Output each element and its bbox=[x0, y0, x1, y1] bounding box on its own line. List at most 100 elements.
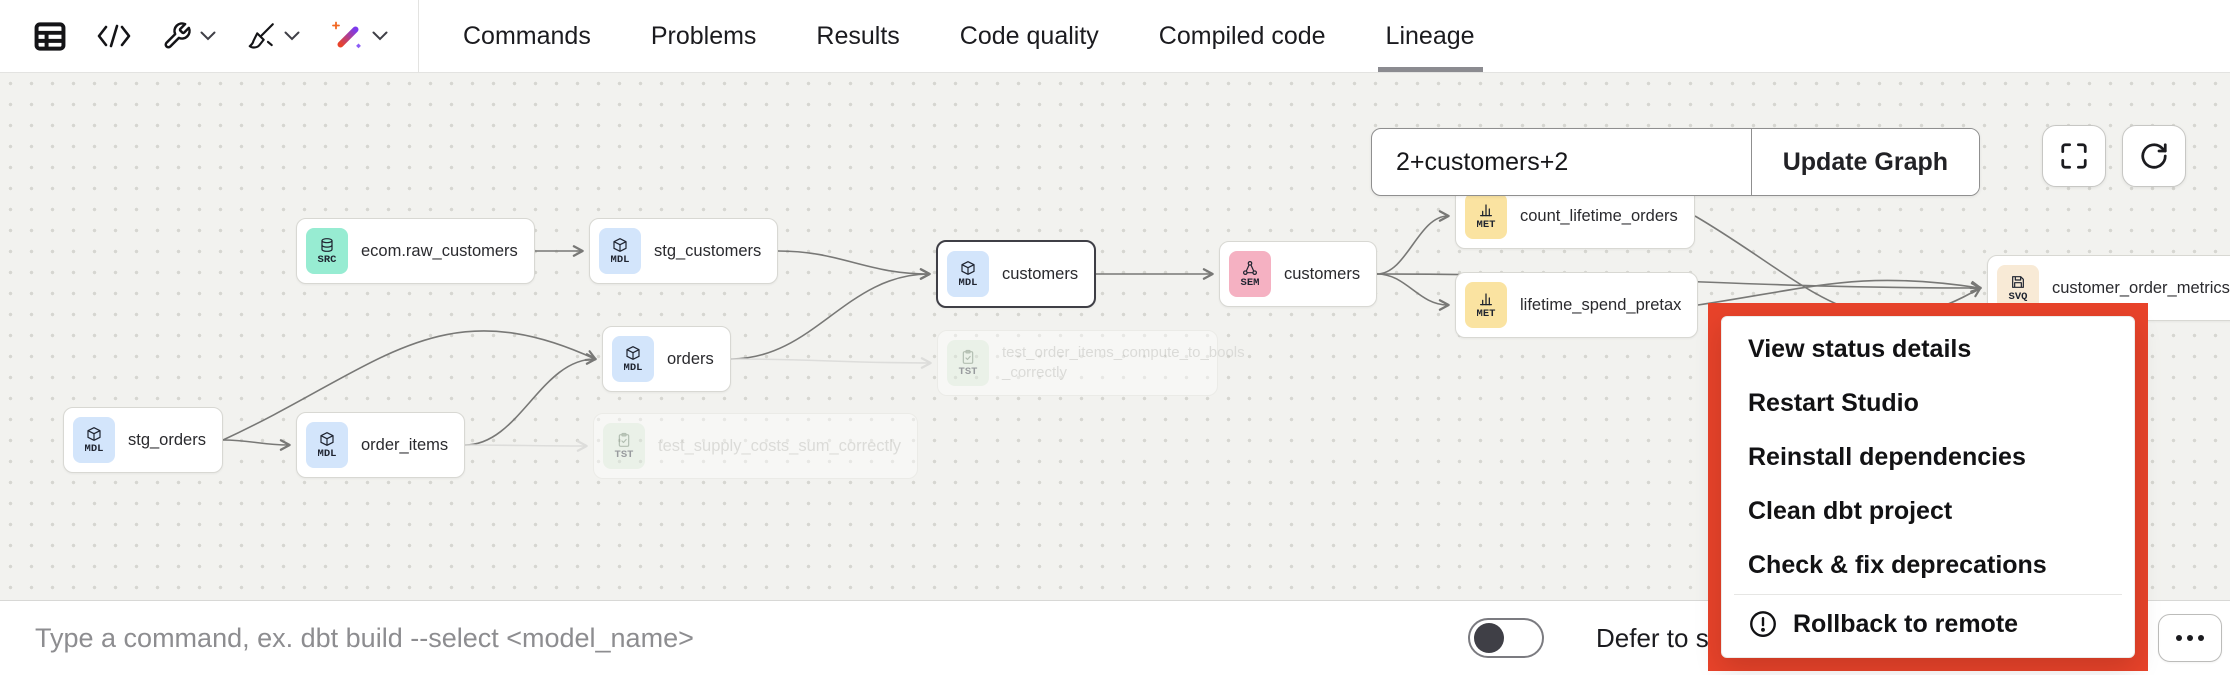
cube-icon bbox=[613, 237, 627, 252]
node-label: count_lifetime_orders bbox=[1520, 206, 1678, 225]
lineage-node-ecom_raw_customers[interactable]: SRC ecom.raw_customers bbox=[296, 218, 535, 284]
edge-customers_sem-to-count_lifetime_orders bbox=[1376, 210, 1450, 275]
tab-compiled-code[interactable]: Compiled code bbox=[1158, 21, 1326, 50]
tab-commands[interactable]: Commands bbox=[463, 21, 591, 50]
menu-item-clean-dbt-project[interactable]: Clean dbt project bbox=[1748, 496, 1953, 525]
table-icon bbox=[34, 21, 66, 51]
lineage-node-test_order_items_compute_to_bools_correctly[interactable]: TST test_order_items_compute_to_bools _co… bbox=[937, 330, 1245, 396]
node-label: test_supply_costs_sum_correctly bbox=[658, 436, 902, 455]
node-label: customers bbox=[1284, 264, 1361, 283]
node-label: stg_customers bbox=[654, 241, 762, 260]
chevron-down-icon bbox=[284, 31, 300, 41]
node-badge-mdl: MDL bbox=[612, 336, 654, 382]
code-icon bbox=[97, 24, 131, 48]
menu-item-view-status-details[interactable]: View status details bbox=[1748, 335, 1972, 364]
node-badge-tst: TST bbox=[603, 423, 645, 469]
node-label: order_items bbox=[361, 435, 449, 454]
magic-pen-icon bbox=[332, 21, 361, 49]
cube-icon bbox=[626, 345, 640, 360]
node-label: lifetime_spend_pretax bbox=[1520, 295, 1682, 314]
panel-tabs: Commands Problems Results Code quality Compi… bbox=[463, 0, 1483, 72]
lineage-filter-box: Update Graph bbox=[1371, 128, 1980, 196]
edge-stg_orders-to-orders bbox=[222, 330, 597, 441]
menu-item-restart-studio[interactable]: Restart Studio bbox=[1748, 389, 1919, 418]
tab-lineage[interactable]: Lineage bbox=[1377, 0, 1483, 72]
lineage-node-test_supply_costs_sum_correctly[interactable]: TST test_supply_costs_sum_correctly bbox=[593, 413, 919, 479]
lineage-node-order_items[interactable]: MDL order_items bbox=[296, 412, 466, 478]
test-icon bbox=[618, 432, 630, 447]
chevron-down-icon bbox=[200, 31, 216, 41]
menu-item-check-fix-deprecations[interactable]: Check & fix deprecations bbox=[1748, 550, 2047, 579]
edge-count_lifetime_orders-to-customer_order_metrics bbox=[1694, 215, 1982, 318]
node-badge-mdl: MDL bbox=[599, 228, 641, 274]
lineage-node-stg_orders[interactable]: MDL stg_orders bbox=[63, 407, 223, 473]
menu-item-rollback-to-remote[interactable]: Rollback to remote bbox=[1722, 597, 2134, 651]
cube-icon bbox=[87, 426, 101, 441]
cube-icon bbox=[320, 431, 334, 446]
broom-icon bbox=[248, 23, 274, 49]
warning-icon bbox=[1750, 611, 1776, 637]
menu-item-reinstall-dependencies[interactable]: Reinstall dependencies bbox=[1748, 443, 2026, 472]
clean-tools-button[interactable] bbox=[246, 21, 300, 51]
fullscreen-button[interactable] bbox=[2042, 125, 2106, 187]
more-options-button[interactable] bbox=[2158, 614, 2222, 662]
edge-order_items-to-test_supply_costs_sum_correctly bbox=[464, 440, 588, 452]
node-label: orders bbox=[667, 349, 714, 368]
metric-icon bbox=[1480, 293, 1492, 306]
node-badge-sem: SEM bbox=[1229, 251, 1271, 297]
node-badge-src: SRC bbox=[306, 228, 348, 274]
toolbar-divider bbox=[418, 0, 419, 73]
lineage-node-orders[interactable]: MDL orders bbox=[602, 326, 731, 392]
code-view-button[interactable] bbox=[96, 23, 132, 49]
tab-code-quality[interactable]: Code quality bbox=[959, 21, 1099, 50]
edge-orders-to-customers bbox=[730, 268, 931, 360]
copilot-button[interactable] bbox=[330, 19, 388, 53]
saved-query-icon bbox=[2012, 275, 2024, 288]
fullscreen-icon bbox=[2061, 143, 2087, 169]
tab-results[interactable]: Results bbox=[816, 21, 900, 50]
edge-stg_orders-to-order_items bbox=[222, 439, 291, 451]
menu-divider bbox=[1734, 594, 2122, 596]
editor-tool-group bbox=[0, 0, 418, 72]
node-badge-met: MET bbox=[1465, 282, 1507, 328]
chevron-down-icon bbox=[372, 31, 388, 41]
lineage-filter-input[interactable] bbox=[1372, 129, 1751, 195]
refresh-button[interactable] bbox=[2122, 125, 2186, 187]
edge-customers_sem-to-lifetime_spend_pretax bbox=[1376, 273, 1450, 311]
node-label: customer_order_metrics bbox=[2052, 278, 2230, 297]
tab-problems[interactable]: Problems bbox=[650, 21, 757, 50]
node-badge-mdl: MDL bbox=[73, 417, 115, 463]
node-label: test_order_items_compute_to_bools _corre… bbox=[1002, 343, 1245, 381]
defer-toggle[interactable] bbox=[1468, 618, 1544, 658]
node-badge-mdl: MDL bbox=[306, 422, 348, 468]
node-badge-tst: TST bbox=[947, 340, 989, 386]
edge-lifetime_spend_pretax-to-customer_order_metrics bbox=[1697, 279, 1982, 306]
node-label: ecom.raw_customers bbox=[361, 241, 518, 260]
command-input[interactable] bbox=[0, 601, 1400, 675]
lineage-node-lifetime_spend_pretax[interactable]: MET lifetime_spend_pretax bbox=[1455, 272, 1699, 338]
table-view-button[interactable] bbox=[34, 21, 66, 51]
lineage-node-stg_customers[interactable]: MDL stg_customers bbox=[589, 218, 779, 284]
top-toolbar: Commands Problems Results Code quality Compi… bbox=[0, 0, 2230, 73]
edge-order_items-to-orders bbox=[464, 353, 597, 446]
node-badge-mdl: MDL bbox=[947, 251, 989, 297]
build-tools-button[interactable] bbox=[162, 21, 216, 51]
metric-icon bbox=[1480, 204, 1492, 217]
edge-stg_customers-to-customers bbox=[777, 250, 931, 280]
toggle-knob bbox=[1474, 623, 1504, 653]
more-options-icon bbox=[2176, 635, 2182, 641]
update-graph-button[interactable]: Update Graph bbox=[1750, 129, 1979, 195]
test-icon bbox=[962, 349, 974, 364]
wrench-icon bbox=[164, 22, 191, 49]
semantic-icon bbox=[1243, 260, 1257, 275]
node-badge-met: MET bbox=[1465, 193, 1507, 239]
database-icon bbox=[321, 237, 333, 252]
lineage-node-customers_sem[interactable]: SEM customers bbox=[1219, 241, 1378, 307]
edge-orders-to-test_order_items_compute_to_bools_correctly bbox=[730, 357, 932, 369]
node-label: stg_orders bbox=[128, 430, 206, 449]
refresh-icon bbox=[2141, 143, 2167, 169]
